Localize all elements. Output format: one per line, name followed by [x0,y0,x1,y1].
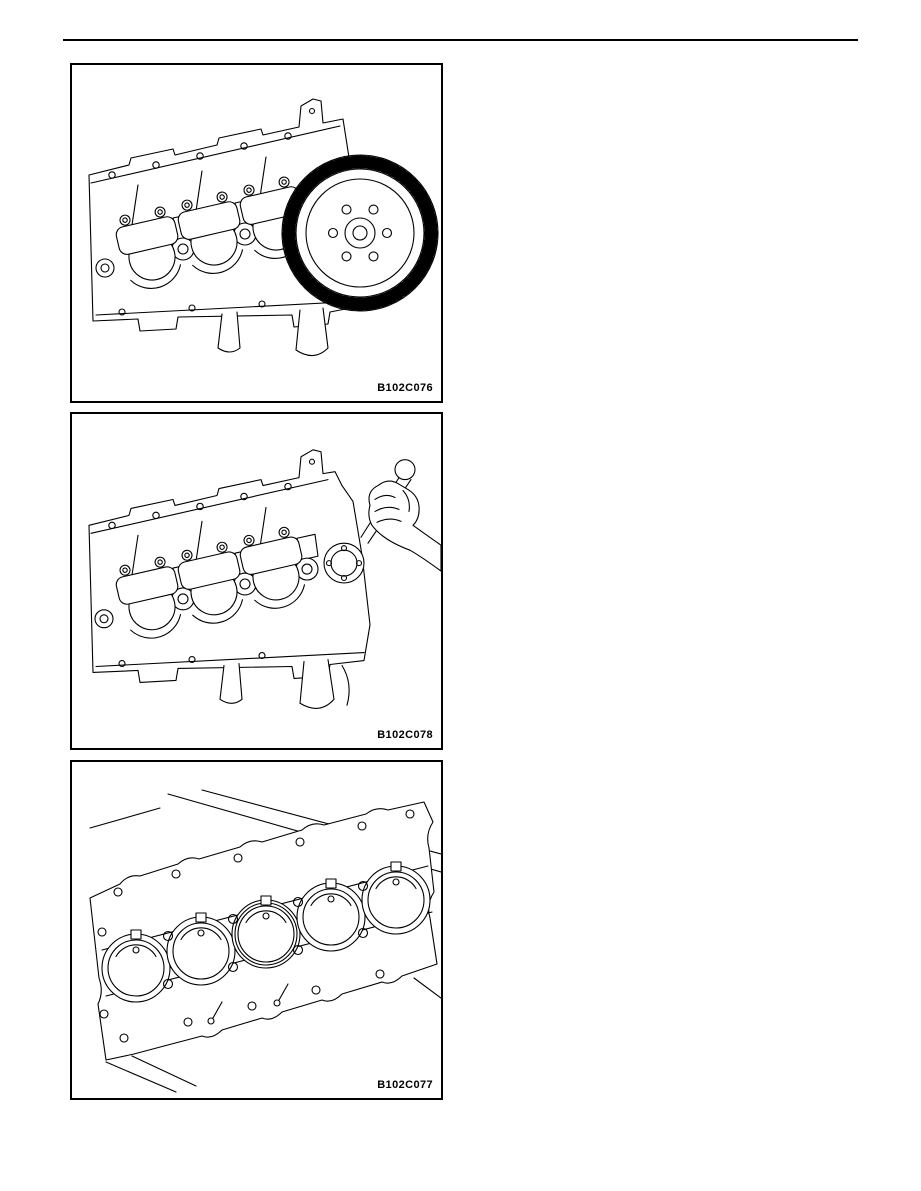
block-bolt-holes [108,107,316,316]
figure-box-bearing-bores: B102C077 [70,760,443,1100]
figure-label: B102C077 [377,1079,433,1091]
engine-mount-bosses [219,658,350,709]
engine-block-flywheel-illustration [88,98,439,357]
main-bearing-bore-4 [296,878,366,952]
cap-bolt-holes [162,880,369,990]
main-bearing-bore-3 [231,895,301,969]
block-web-lines [131,506,267,576]
tool-knob [394,459,416,481]
main-bearing-bore-1 [101,929,171,1003]
engine-mount-bosses [217,307,329,357]
block-bottom-rail-line [95,300,363,316]
main-bearing-cap-2 [177,191,244,274]
flywheel-bolts [327,204,393,262]
hand-outline [368,480,441,572]
figure-box-hand-tool: B102C078 [70,412,443,750]
figure-box-flywheel: B102C076 [70,63,443,403]
block-web-lines [131,156,267,226]
block-bolt-holes [108,458,316,668]
engine-block-hand-illustration [88,449,441,709]
block-top-edge-line [90,479,329,534]
page-top-rule [63,39,858,41]
main-bearing-cap-3 [239,526,306,609]
deck-bolt-holes [97,809,415,1043]
engine-block-bottom-view-illustration [89,789,441,1093]
hand-with-tool [360,459,441,572]
main-bearing-cap-1 [115,556,182,639]
main-bearing-bore-2 [166,912,236,986]
crankshaft-front-end [94,609,114,629]
finger-lines [374,489,410,523]
flywheel-ring-gear [281,154,439,312]
casting-details [207,983,289,1025]
figure-label: B102C076 [377,382,433,394]
main-bearing-cap-2 [177,541,244,624]
main-bearing-bore-5 [361,861,431,935]
crankshaft-rear-flange [323,542,365,584]
block-top-edge-line [90,125,341,184]
crankshaft-front-end [95,258,115,278]
block-bottom-rail-line [95,652,365,668]
figure-label: B102C078 [377,729,433,741]
main-bearing-cap-1 [115,206,182,289]
